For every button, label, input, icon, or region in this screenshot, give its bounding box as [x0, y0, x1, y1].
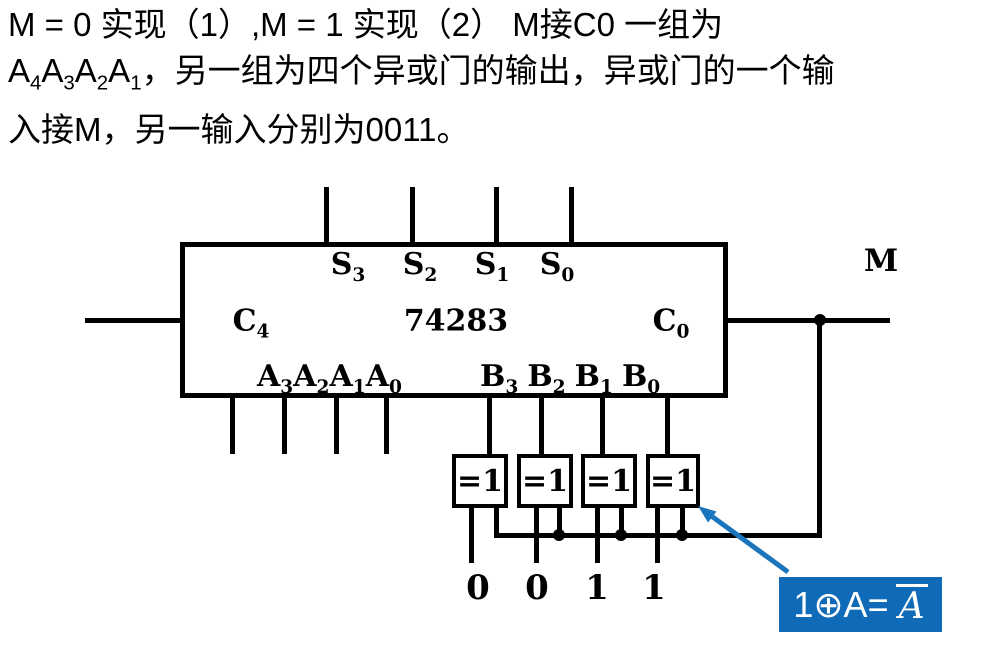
signal-a1: A1 — [108, 52, 142, 95]
description-text: M = 0 实现（1）,M = 1 实现（2） M接C0 一组为 A4A3A2A… — [8, 2, 835, 153]
xor-gate-2: =1 — [517, 454, 573, 508]
xor-gate-1: =1 — [581, 454, 637, 508]
chip-label-s1: S1 — [474, 247, 510, 286]
chip-name: 74283 — [403, 303, 509, 339]
annotation-callout: 1⊕A= A — [779, 577, 942, 632]
annotation-arrow — [698, 506, 790, 575]
s2-wire — [410, 187, 415, 244]
a3-wire — [230, 398, 235, 454]
xor1-m-wire — [619, 506, 624, 538]
m-feedback-vertical-wire — [817, 320, 822, 538]
c4-wire — [85, 318, 180, 323]
signal-a2: A2 — [74, 52, 109, 95]
a2-wire — [282, 398, 287, 454]
xor0-m-wire — [680, 506, 685, 538]
chip-label-c0: C0 — [652, 303, 690, 343]
description-line-2: A4A3A2A1，另一组为四个异或门的输出，异或门的一个输 — [8, 48, 835, 107]
signal-a3: A3 — [41, 52, 75, 95]
b0-wire — [665, 398, 670, 458]
constant-input-1: 0 — [525, 568, 549, 608]
chip-label-s0: S0 — [539, 247, 575, 286]
adder-chip-74283 — [180, 242, 728, 398]
signal-a4: A4 — [8, 52, 42, 95]
c0-wire — [726, 318, 890, 323]
constant-input-2: 1 — [585, 568, 609, 608]
a0-wire — [384, 398, 389, 454]
xor-gate-0: =1 — [646, 454, 700, 508]
xor-gate-3: =1 — [452, 454, 508, 508]
xor2-m-wire — [557, 506, 562, 538]
constant-input-0: 0 — [466, 568, 490, 608]
s0-wire — [569, 187, 574, 244]
chip-label-a-inputs: A3A2A1A0 — [257, 359, 402, 398]
s3-wire — [324, 187, 329, 244]
junction-dot — [615, 529, 627, 541]
s1-wire — [494, 187, 499, 244]
chip-label-s2: S2 — [402, 247, 438, 286]
m-feedback-horizontal-wire — [494, 533, 822, 538]
xor3-m-wire — [494, 506, 499, 538]
chip-label-s3: S3 — [330, 247, 366, 286]
description-line-3: 入接M，另一输入分别为0011。 — [8, 110, 470, 148]
constant-input-3: 1 — [642, 568, 666, 608]
annotation-a-negated: A — [895, 584, 928, 625]
junction-dot — [676, 529, 688, 541]
b3-wire — [487, 398, 492, 458]
description-line-1: M = 0 实现（1）,M = 1 实现（2） M接C0 一组为 — [8, 6, 724, 43]
a1-wire — [334, 398, 339, 454]
b2-wire — [539, 398, 544, 458]
junction-dot — [553, 529, 565, 541]
xor3-const-wire — [469, 506, 474, 563]
annotation-formula: 1⊕A= — [793, 583, 889, 625]
chip-label-c4: C4 — [232, 303, 270, 343]
b1-wire — [600, 398, 605, 458]
mode-signal-label: M — [863, 243, 899, 279]
description-line-2-rest: ，另一组为四个异或门的输出，异或门的一个输 — [141, 52, 835, 89]
